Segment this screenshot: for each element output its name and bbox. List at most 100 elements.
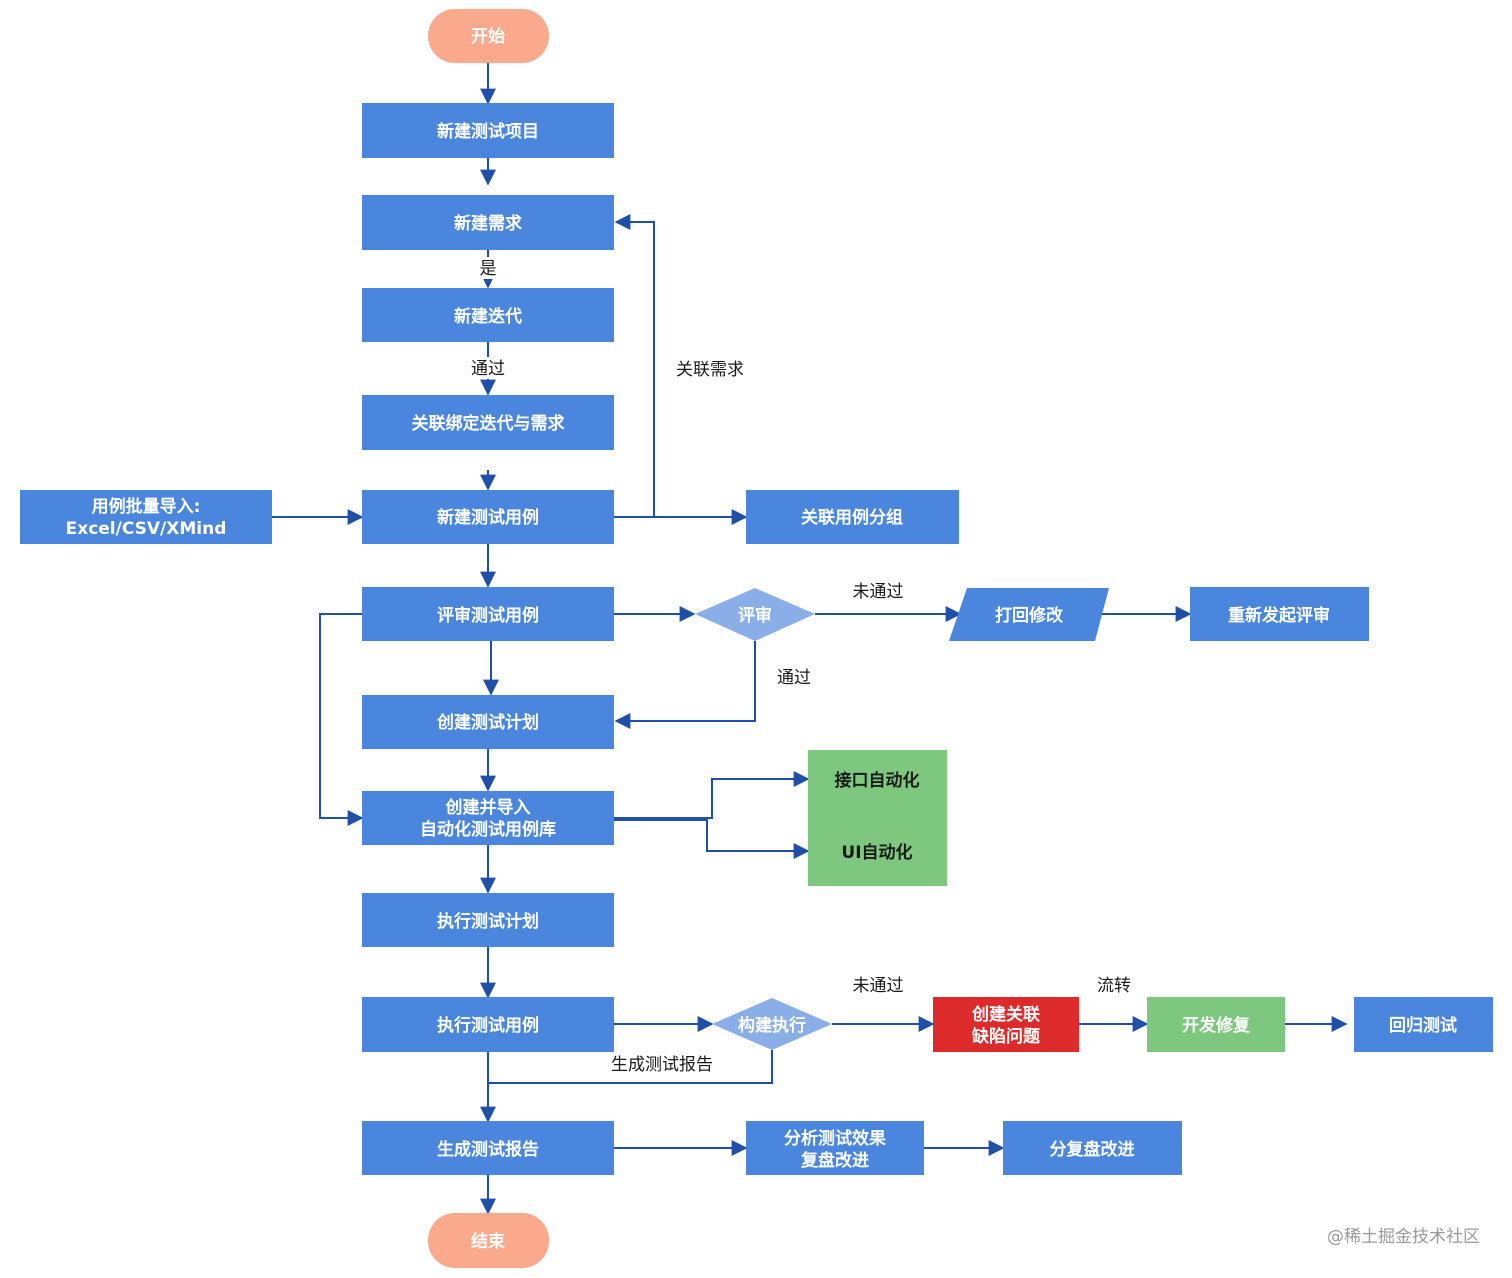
batch-import-shape	[20, 490, 272, 544]
re-review-node: 重新发起评审	[1190, 587, 1369, 641]
regression-node: 回归测试	[1354, 997, 1493, 1052]
re-review-shape	[1190, 587, 1369, 641]
batch-import-node: 用例批量导入: Excel/CSV/XMind	[20, 490, 272, 544]
import-auto-label-line2: 自动化测试用例库	[420, 819, 556, 840]
edge-labels: 是 通过 关联需求 未通过 通过 未通过 流转 生成测试报告	[466, 257, 1131, 1075]
batch-import-label-line1: 用例批量导入:	[92, 496, 201, 517]
label-bg-yes	[478, 257, 500, 279]
edge-autoimport-to-api	[614, 771, 810, 819]
case-group-node: 关联用例分组	[746, 490, 959, 544]
dev-fix-shape	[1147, 997, 1285, 1052]
start-shape	[428, 9, 549, 63]
start-label: 开始	[471, 26, 505, 47]
label-yes: 是	[480, 259, 497, 279]
bind-iteration-label: 关联绑定迭代与需求	[412, 413, 565, 434]
edge-review-to-autoimport	[319, 613, 364, 826]
analyze-shape	[746, 1121, 924, 1175]
build-decision-node: 构建执行	[712, 998, 832, 1050]
case-group-shape	[746, 490, 959, 544]
send-back-node: 打回修改	[949, 588, 1109, 641]
defect-label-line1: 创建关联	[971, 1004, 1040, 1025]
regression-label: 回归测试	[1389, 1015, 1457, 1036]
create-plan-label: 创建测试计划	[436, 712, 539, 733]
end-shape	[428, 1213, 549, 1268]
ui-auto-label: UI自动化	[841, 842, 912, 863]
exec-case-label: 执行测试用例	[437, 1015, 539, 1036]
report-shape	[362, 1121, 614, 1175]
create-plan-shape	[362, 695, 614, 749]
edges	[272, 62, 1348, 1215]
bind-iteration-node: 关联绑定迭代与需求	[362, 395, 614, 450]
review-case-shape	[362, 587, 614, 641]
exec-plan-node: 执行测试计划	[362, 893, 614, 947]
edge-build-to-report	[488, 1050, 773, 1084]
new-requirement-label: 新建需求	[454, 213, 522, 234]
new-project-label: 新建测试项目	[437, 121, 539, 142]
label-bg-passed-1	[466, 357, 510, 379]
edge-decision-to-plan	[614, 641, 756, 729]
bind-iteration-shape	[362, 395, 614, 450]
new-project-node: 新建测试项目	[362, 103, 614, 158]
new-iteration-shape	[362, 288, 614, 342]
send-back-shape	[949, 588, 1109, 641]
exec-plan-label: 执行测试计划	[437, 911, 539, 932]
case-group-label: 关联用例分组	[801, 507, 903, 528]
report-label: 生成测试报告	[437, 1139, 539, 1160]
analyze-label-line2: 复盘改进	[800, 1150, 869, 1171]
watermark: @稀土掘金技术社区	[1327, 1227, 1480, 1247]
new-requirement-shape	[362, 195, 614, 250]
defect-node: 创建关联 缺陷问题	[933, 997, 1079, 1052]
new-case-shape	[362, 490, 614, 544]
new-project-shape	[362, 103, 614, 158]
re-review-label: 重新发起评审	[1228, 605, 1330, 626]
import-auto-label-line1: 创建并导入	[445, 797, 531, 818]
create-plan-node: 创建测试计划	[362, 695, 614, 749]
new-iteration-label: 新建迭代	[454, 306, 522, 327]
label-transfer: 流转	[1097, 976, 1131, 996]
exec-case-node: 执行测试用例	[362, 997, 614, 1052]
new-case-node: 新建测试用例	[362, 490, 614, 544]
defect-shape	[933, 997, 1079, 1052]
edge-autoimport-to-ui	[614, 819, 810, 859]
automation-group-shape	[808, 750, 947, 886]
label-passed-2: 通过	[777, 668, 811, 688]
automation-group-node: 接口自动化 UI自动化	[808, 750, 947, 886]
label-link-requirement: 关联需求	[676, 360, 744, 380]
label-gen-report: 生成测试报告	[611, 1055, 713, 1075]
nodes: 开始 新建测试项目 新建需求 新建迭代 关联绑定迭代与需求 用例批量导入: Ex…	[20, 9, 1493, 1268]
review-decision-shape	[695, 588, 815, 641]
review-improve-label: 分复盘改进	[1050, 1139, 1135, 1160]
label-passed-1: 通过	[471, 359, 505, 379]
edge-newcase-to-requirement	[614, 214, 655, 517]
review-improve-shape	[1003, 1121, 1182, 1175]
new-iteration-node: 新建迭代	[362, 288, 614, 342]
import-auto-shape	[362, 791, 614, 845]
batch-import-label-line2: Excel/CSV/XMind	[66, 519, 227, 539]
api-auto-label: 接口自动化	[835, 770, 920, 791]
dev-fix-label: 开发修复	[1182, 1015, 1251, 1036]
label-not-passed-2: 未通过	[853, 976, 904, 996]
analyze-node: 分析测试效果 复盘改进	[746, 1121, 924, 1175]
analyze-label-line1: 分析测试效果	[784, 1128, 886, 1149]
end-label: 结束	[471, 1231, 505, 1252]
review-case-label: 评审测试用例	[437, 605, 539, 626]
review-improve-node: 分复盘改进	[1003, 1121, 1182, 1175]
build-decision-label: 构建执行	[738, 1015, 806, 1036]
new-case-label: 新建测试用例	[437, 507, 539, 528]
label-not-passed-1: 未通过	[853, 582, 904, 602]
import-auto-node: 创建并导入 自动化测试用例库	[362, 791, 614, 845]
regression-shape	[1354, 997, 1493, 1052]
send-back-label: 打回修改	[995, 605, 1064, 626]
dev-fix-node: 开发修复	[1147, 997, 1285, 1052]
exec-case-shape	[362, 997, 614, 1052]
build-decision-shape	[712, 998, 832, 1050]
start-node: 开始	[428, 9, 549, 63]
review-decision-node: 评审	[695, 588, 815, 641]
end-node: 结束	[428, 1213, 549, 1268]
defect-label-line2: 缺陷问题	[972, 1026, 1041, 1047]
report-node: 生成测试报告	[362, 1121, 614, 1175]
new-requirement-node: 新建需求	[362, 195, 614, 250]
exec-plan-shape	[362, 893, 614, 947]
review-decision-label: 评审	[738, 605, 772, 626]
